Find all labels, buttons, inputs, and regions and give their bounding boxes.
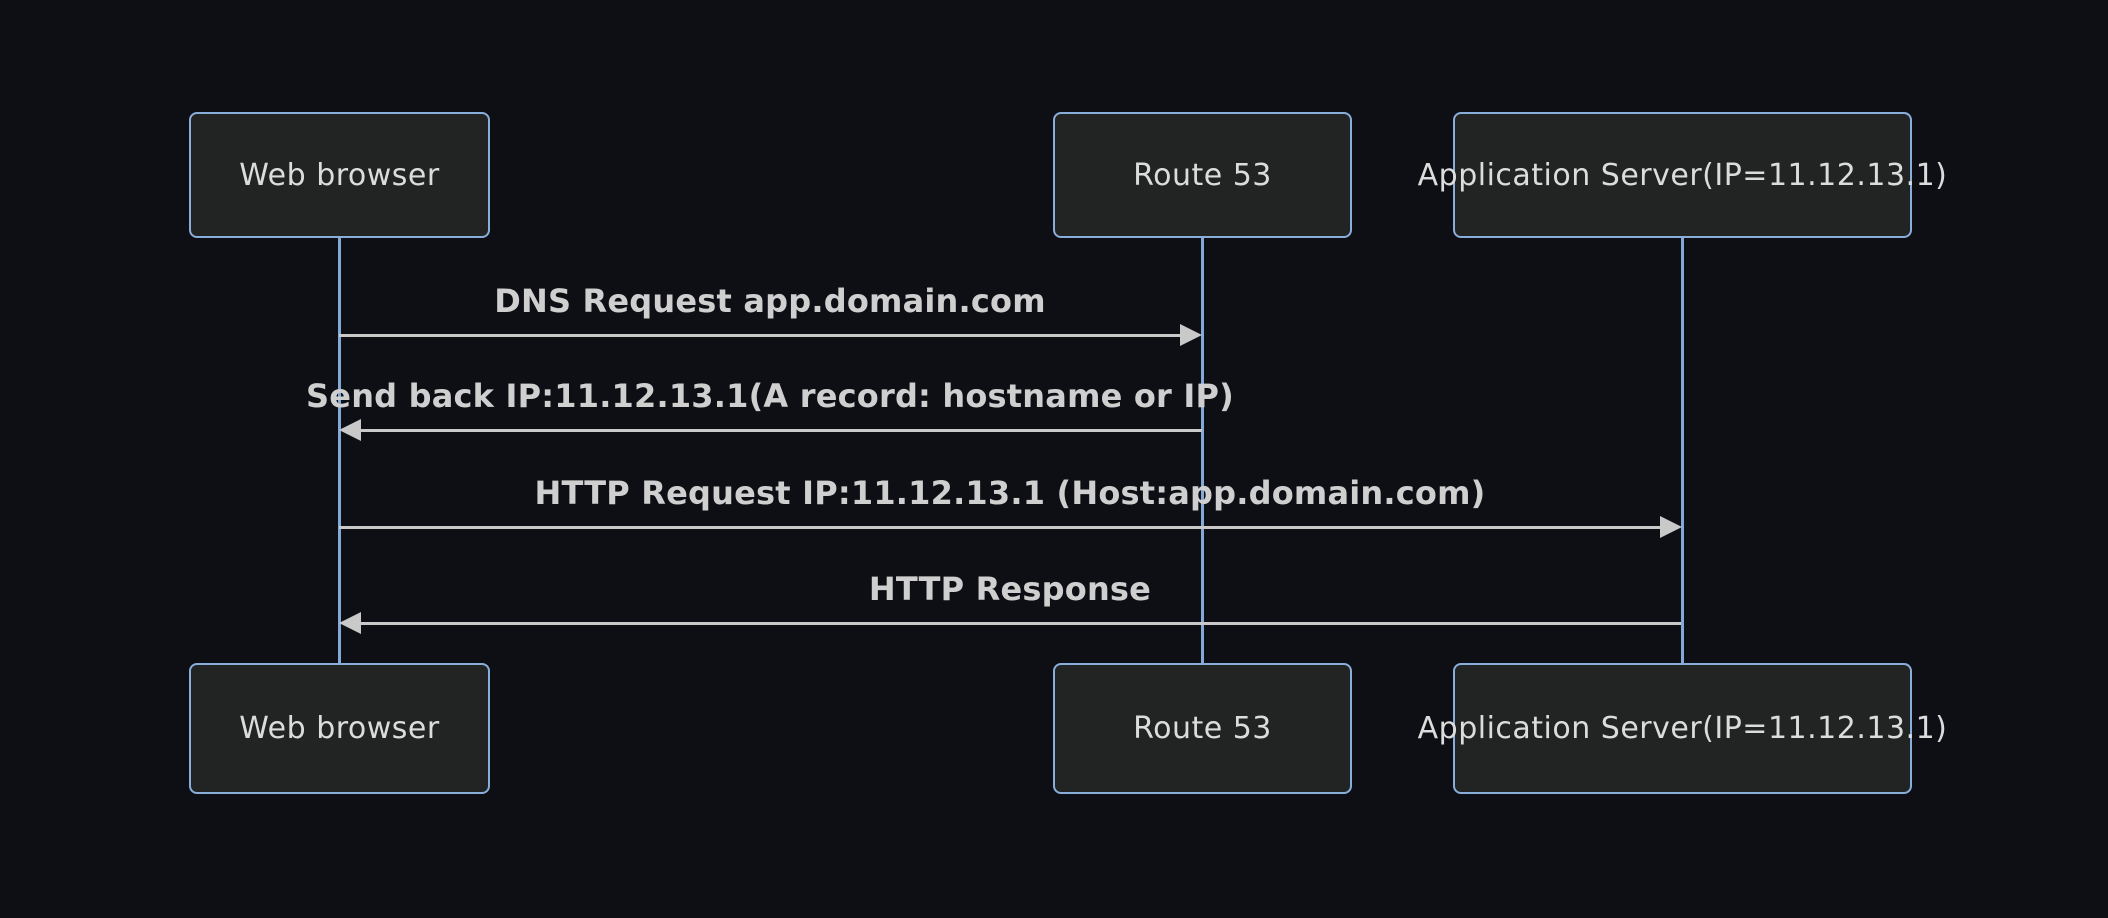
arrowhead-right-icon xyxy=(1180,324,1202,346)
arrowhead-left-icon xyxy=(339,612,361,634)
arrowhead-left-icon xyxy=(339,419,361,441)
actor-label-route53: Route 53 xyxy=(1133,157,1272,193)
actor-box-application-server-bottom: Application Server(IP=11.12.13.1) xyxy=(1418,663,1947,794)
message-label: DNS Request app.domain.com xyxy=(494,282,1046,320)
lifeline-web-browser xyxy=(338,238,341,663)
actor-box-route53-top: Route 53 xyxy=(1053,112,1352,238)
actor-box-route53-bottom: Route 53 xyxy=(1053,663,1352,794)
message-label: HTTP Response xyxy=(868,570,1152,608)
arrowhead-right-icon xyxy=(1660,516,1682,538)
message-label: Send back IP:11.12.13.1(A record: hostna… xyxy=(306,377,1234,415)
actor-label-web-browser: Web browser xyxy=(239,157,440,193)
actor-label-web-browser: Web browser xyxy=(239,711,440,746)
lifeline-application-server xyxy=(1681,238,1684,663)
actor-box-web-browser-bottom: Web browser xyxy=(189,663,490,794)
actor-label-application-server: Application Server(IP=11.12.13.1) xyxy=(1417,711,1948,746)
actor-box-web-browser-top: Web browser xyxy=(189,112,490,238)
lifeline-route53 xyxy=(1201,238,1204,663)
message-line xyxy=(357,622,1681,625)
actor-label-application-server: Application Server(IP=11.12.13.1) xyxy=(1417,157,1948,193)
actor-box-application-server-top: Application Server(IP=11.12.13.1) xyxy=(1418,112,1947,238)
message-line xyxy=(339,526,1663,529)
message-line xyxy=(339,334,1184,337)
actor-label-route53: Route 53 xyxy=(1133,711,1272,746)
message-label: HTTP Request IP:11.12.13.1 (Host:app.dom… xyxy=(534,474,1486,512)
message-line xyxy=(357,429,1202,432)
